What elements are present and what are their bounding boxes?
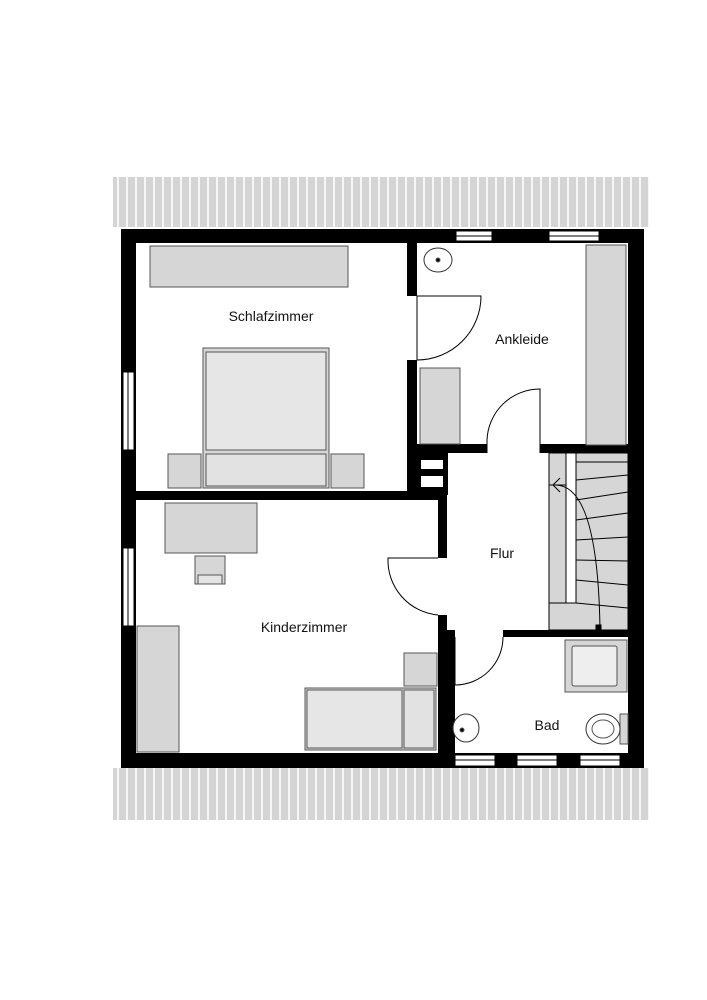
windows (122, 230, 621, 767)
room-label-bad: Bad (535, 717, 560, 733)
bedroom-furniture (149, 245, 365, 489)
room-label-ankleide: Ankleide (495, 331, 549, 347)
bathroom-furniture (452, 639, 629, 745)
room-label-schlafzimmer: Schlafzimmer (229, 308, 314, 324)
staircase (548, 452, 629, 632)
toilet (585, 713, 621, 745)
roof-bottom (113, 768, 649, 820)
nightstand-left (167, 453, 202, 489)
washbasin (452, 713, 480, 743)
dressing-furniture (419, 244, 627, 446)
kids-furniture (136, 502, 438, 753)
doors (387, 295, 541, 686)
interior-walls (136, 243, 628, 753)
nightstand-kids (403, 652, 438, 687)
room-label-kinderzimmer: Kinderzimmer (261, 619, 348, 635)
room-label-flur: Flur (490, 545, 514, 561)
desk (164, 502, 258, 554)
toilet-tank (619, 713, 629, 745)
outer-walls (121, 229, 644, 768)
closet-right (585, 244, 627, 446)
roof-top (113, 177, 649, 227)
cabinet (419, 367, 461, 445)
nightstand-right (330, 453, 365, 489)
wardrobe (149, 245, 349, 288)
shelf-left (136, 625, 180, 753)
